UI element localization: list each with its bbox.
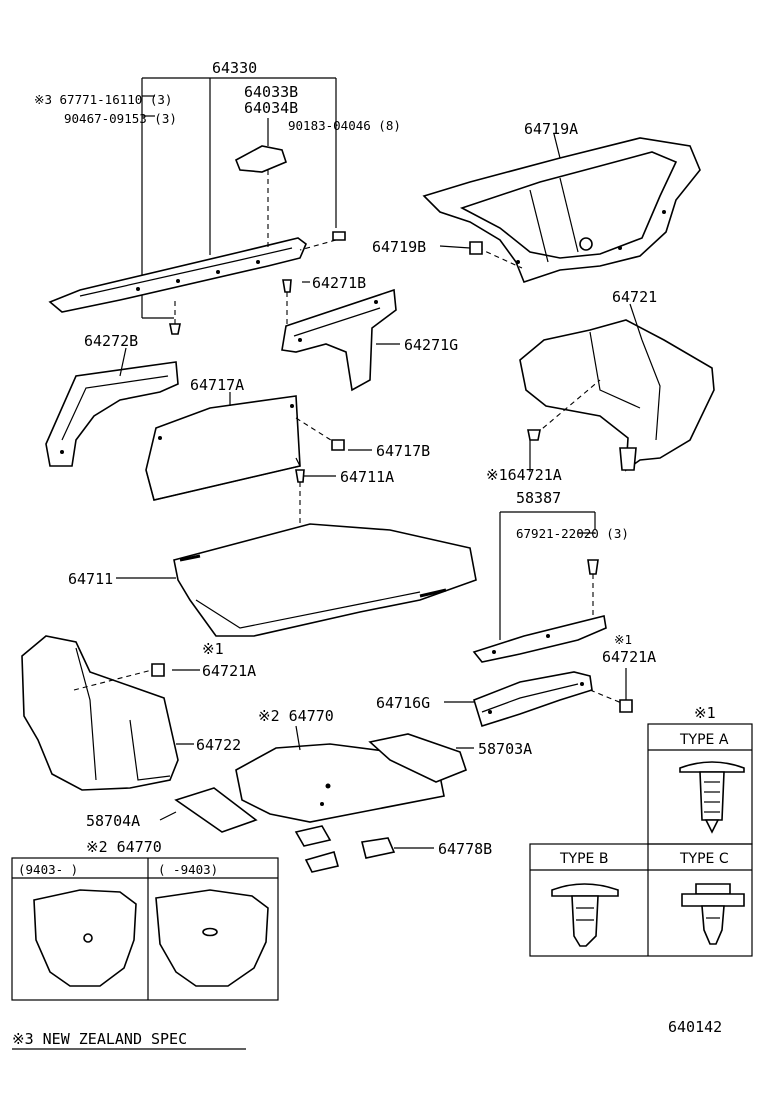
- part-labels: 64330 64033B 64034B ※3 67771-16110 (3) 9…: [34, 59, 657, 858]
- label-64721: 64721: [612, 288, 657, 306]
- variant-panel: ※2 64770 (9403- ) ( -9403): [11, 838, 279, 1001]
- label-67771: ※3 67771-16110 (3): [34, 92, 172, 107]
- variant-panel-title: ※2 64770: [86, 838, 162, 856]
- label-64721a-left: 64721A: [202, 662, 256, 680]
- footer: ※3 NEW ZEALAND SPEC 640142: [12, 1018, 722, 1050]
- label-64716g: 64716G: [376, 694, 430, 712]
- label-58704a: 58704A: [86, 812, 140, 830]
- trunk-floor-mat: [173, 523, 477, 637]
- clip-type-c-icon: [681, 883, 745, 945]
- label-64330: 64330: [212, 59, 257, 77]
- right-side-cover: [519, 319, 715, 472]
- label-64271g: 64271G: [404, 336, 458, 354]
- footer-note: ※3 NEW ZEALAND SPEC: [12, 1030, 187, 1048]
- label-64721a-right: 64721A: [602, 648, 656, 666]
- label-67921: 67921-22020 (3): [516, 526, 629, 541]
- label-64034b: 64034B: [244, 99, 298, 117]
- clip-table-title: ※1: [694, 704, 716, 722]
- trunk-sill-group: [472, 511, 607, 663]
- label-mark1-right: ※1: [614, 632, 632, 647]
- label-90183: 90183-04046 (8): [288, 118, 401, 133]
- left-side-cover: [21, 635, 179, 791]
- label-64770: ※2 64770: [258, 707, 334, 725]
- side-trim-bracket: [281, 279, 397, 392]
- label-64722: 64722: [196, 736, 241, 754]
- variant-col-left: (9403- ): [18, 862, 78, 877]
- trunk-lid-lining: [422, 137, 701, 283]
- variant-col-right: ( -9403): [158, 862, 218, 877]
- label-64717a: 64717A: [190, 376, 244, 394]
- label-58703a: 58703A: [478, 740, 532, 758]
- leader-lines: [116, 133, 643, 821]
- label-64272b: 64272B: [84, 332, 138, 350]
- spare-tire-cover: [174, 733, 467, 873]
- label-90467: 90467-09153 (3): [64, 111, 177, 126]
- rear-panel-trim: [473, 671, 633, 728]
- clip-type-b-icon: [551, 883, 619, 947]
- type-b-label: TYPE B: [559, 851, 608, 867]
- label-64719a: 64719A: [524, 120, 578, 138]
- label-mark1-left: ※1: [202, 640, 224, 658]
- label-164721a: ※164721A: [486, 466, 562, 484]
- label-64778b: 64778B: [438, 840, 492, 858]
- type-a-label: TYPE A: [679, 732, 729, 748]
- label-64271b: 64271B: [312, 274, 366, 292]
- label-64719b: 64719B: [372, 238, 426, 256]
- label-64711: 64711: [68, 570, 113, 588]
- trunk-front-board: [145, 395, 345, 524]
- quarter-side-trim: [45, 361, 179, 467]
- label-58387: 58387: [516, 489, 561, 507]
- type-c-label: TYPE C: [679, 851, 729, 867]
- diagram-id: 640142: [668, 1018, 722, 1036]
- clip-type-table: ※1 TYPE A TYPE B TYPE C: [529, 704, 753, 957]
- clip-type-a-icon: [679, 761, 745, 834]
- tire-cover-variant-right: [155, 889, 269, 987]
- sill-plate: [472, 615, 607, 663]
- label-64711a: 64711A: [340, 468, 394, 486]
- label-64717b: 64717B: [376, 442, 430, 460]
- package-tray-panel: [48, 237, 307, 313]
- speaker-cover: [234, 145, 287, 173]
- package-tray-group: [48, 77, 346, 335]
- label-64033b: 64033B: [244, 83, 298, 101]
